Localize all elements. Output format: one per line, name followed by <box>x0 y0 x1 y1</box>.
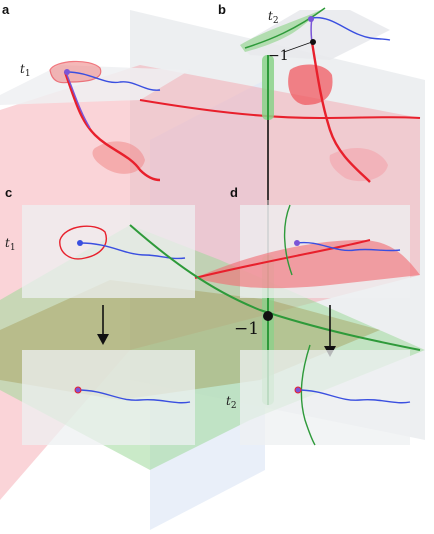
panel-c-lower-plane <box>22 350 195 445</box>
panel-d-lower-point <box>294 386 302 394</box>
red-surface-edge <box>139 99 421 120</box>
panel-a-point <box>64 69 70 75</box>
panel-b-green-surface <box>240 8 325 52</box>
panel-c-time-label: t1 <box>5 236 16 253</box>
panel-c-letter: c <box>5 185 12 200</box>
panel-c-lower-blue-curve <box>77 389 191 404</box>
panel-a-plane <box>0 65 190 105</box>
panel-c-upper-point <box>77 240 83 246</box>
panel-c-blue-curve <box>79 242 186 260</box>
panel-d-blue-curve <box>296 241 401 252</box>
panel-d-green-curve-lower <box>300 344 316 446</box>
panel-b-red-curve <box>310 41 371 183</box>
panel-d-lower-blue-curve <box>297 389 411 404</box>
panel-b-point <box>308 16 314 22</box>
panel-b-letter: b <box>218 2 226 17</box>
panel-b-time-label: t2 <box>268 9 279 26</box>
panel-a-blue-curve <box>66 71 161 91</box>
panel-d-red-surface <box>195 240 420 289</box>
panel-d-upper-point <box>294 240 300 246</box>
central-point <box>263 311 273 321</box>
green-surface-edge <box>129 224 421 351</box>
panel-d-time-label: t2 <box>226 394 237 411</box>
panel-c-arrow-head <box>97 334 109 345</box>
panel-a-lower-blob <box>92 141 145 174</box>
panel-b-green-curve <box>244 7 326 49</box>
panel-c-upper-plane <box>22 205 195 298</box>
panel-b-value-label: −1 <box>268 48 289 64</box>
panel-c-red-loop <box>59 225 107 260</box>
panel-b-value-leader <box>283 41 313 53</box>
panel-b-value-point <box>310 39 316 45</box>
panel-b-blue-curve <box>311 16 391 41</box>
panel-d-red-curve <box>194 239 371 279</box>
panel-c-lower-point <box>74 386 82 394</box>
panel-d-letter: d <box>230 185 238 200</box>
panel-a-letter: a <box>2 2 10 17</box>
panel-d-green-curve-upper <box>283 204 293 276</box>
panel-d-value-label: −1 <box>234 319 259 339</box>
panel-a-red-curve <box>63 71 161 182</box>
panel-a-blue-descent <box>66 74 91 129</box>
panel-d-lower-plane <box>240 350 410 445</box>
panel-a-time-label: t1 <box>20 62 31 79</box>
panel-b-plane <box>240 10 390 60</box>
